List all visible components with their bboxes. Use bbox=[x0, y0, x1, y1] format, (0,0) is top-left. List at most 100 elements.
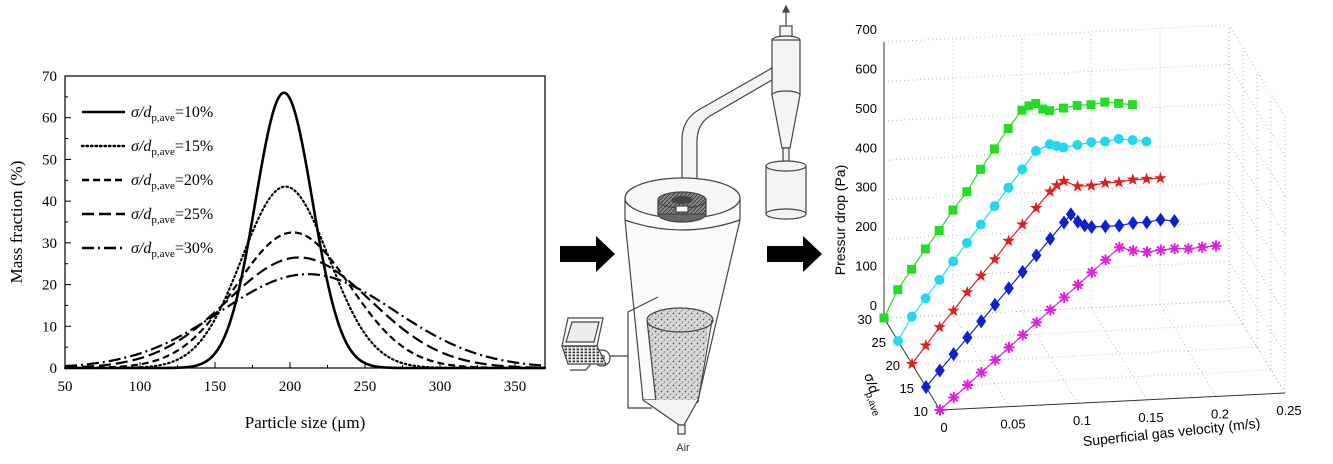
x-tick-label: 200 bbox=[279, 379, 302, 395]
data-point bbox=[879, 313, 889, 323]
data-point bbox=[1031, 145, 1041, 156]
x-tick-label: 50 bbox=[58, 379, 73, 395]
series-sd-20 bbox=[905, 171, 1167, 370]
data-point bbox=[1044, 304, 1056, 316]
grid-line bbox=[1228, 143, 1286, 236]
data-point bbox=[1112, 175, 1126, 188]
series-sd-10 bbox=[934, 240, 1222, 416]
data-point bbox=[948, 391, 960, 403]
series-sd-15 bbox=[921, 207, 1180, 394]
data-point bbox=[1155, 212, 1166, 227]
data-point bbox=[907, 264, 917, 274]
y-tick-label: 0 bbox=[50, 361, 58, 377]
data-point bbox=[1017, 164, 1028, 175]
data-point bbox=[1072, 279, 1084, 291]
y-axis-label: Mass fraction (%) bbox=[7, 161, 26, 284]
data-point bbox=[1065, 207, 1076, 222]
data-point bbox=[1210, 240, 1222, 252]
z-axis-label: Pressur drop (Pa) bbox=[832, 165, 848, 275]
data-point bbox=[1031, 99, 1041, 109]
data-point bbox=[1024, 101, 1034, 111]
data-point bbox=[990, 297, 1000, 312]
data-point bbox=[1113, 241, 1125, 253]
series-sd-25 bbox=[893, 133, 1152, 346]
data-point bbox=[1003, 182, 1014, 193]
data-point bbox=[933, 320, 946, 333]
legend-label: σ/dp,ave=20% bbox=[131, 172, 213, 192]
x-tick-label: 100 bbox=[129, 379, 152, 395]
air-inlet-cone bbox=[642, 399, 699, 435]
legend-label: σ/dp,ave=30% bbox=[131, 240, 213, 260]
data-point bbox=[1072, 139, 1083, 150]
data-point bbox=[974, 269, 988, 282]
y-tick-label: 60 bbox=[42, 111, 57, 127]
data-point bbox=[961, 285, 974, 298]
3d-grid bbox=[883, 24, 1286, 411]
data-point bbox=[989, 144, 999, 154]
data-point bbox=[1127, 245, 1139, 257]
data-point bbox=[948, 347, 959, 362]
grid-line bbox=[1228, 24, 1286, 118]
grid-line bbox=[883, 24, 1230, 43]
data-point bbox=[893, 336, 903, 346]
data-point bbox=[1030, 201, 1043, 214]
data-point bbox=[1182, 243, 1194, 255]
grid-line bbox=[883, 182, 1230, 201]
data-point bbox=[934, 226, 944, 236]
z-tick-label: 0 bbox=[870, 298, 877, 313]
x-tick-label: 0.2 bbox=[1211, 406, 1229, 421]
data-point bbox=[905, 357, 919, 370]
data-point bbox=[1169, 243, 1181, 255]
fluidized-bed-apparatus: Air P bbox=[561, 4, 807, 454]
data-point bbox=[1003, 341, 1015, 353]
distribution-curves bbox=[63, 91, 547, 370]
laptop-icon bbox=[561, 317, 607, 365]
data-point bbox=[1141, 136, 1152, 147]
data-point bbox=[1086, 137, 1097, 148]
grid-line bbox=[883, 300, 1230, 319]
data-point bbox=[919, 339, 932, 351]
series-line-4 bbox=[65, 256, 545, 369]
data-point bbox=[948, 205, 958, 215]
legend-item: σ/dp,ave=10% bbox=[82, 104, 213, 124]
legend: σ/dp,ave=10%σ/dp,ave=15%σ/dp,ave=20%σ/dp… bbox=[80, 104, 213, 260]
data-point bbox=[975, 366, 987, 378]
right-arrow-icon bbox=[560, 236, 615, 272]
data-point bbox=[962, 187, 972, 197]
grid-line bbox=[1228, 221, 1286, 315]
data-point bbox=[1169, 213, 1180, 228]
x-tick-label: 150 bbox=[204, 379, 227, 395]
data-point bbox=[1016, 218, 1029, 230]
y-tick-label: 30 bbox=[42, 236, 57, 252]
data-point bbox=[1057, 174, 1070, 187]
data-point bbox=[975, 219, 986, 230]
data-point bbox=[920, 293, 931, 304]
pressure-line bbox=[610, 296, 659, 409]
data-point bbox=[1141, 246, 1153, 258]
data-point bbox=[1058, 291, 1070, 303]
data-point bbox=[1086, 220, 1097, 235]
y-tick-label: 40 bbox=[42, 194, 57, 210]
grid-line bbox=[1228, 261, 1286, 354]
x-tick-label: 0.05 bbox=[1000, 417, 1025, 432]
data-point bbox=[1154, 171, 1167, 184]
data-point bbox=[962, 379, 974, 391]
data-point bbox=[1100, 136, 1110, 147]
grid-line bbox=[911, 346, 1258, 365]
y-tick-label: 20 bbox=[886, 358, 900, 373]
data-point bbox=[1113, 133, 1124, 144]
data-point bbox=[1059, 215, 1069, 230]
series-line-1 bbox=[65, 91, 545, 370]
y-tick-label: 10 bbox=[914, 404, 928, 419]
data-point bbox=[1038, 104, 1048, 114]
y-axis-label: σ/d p,ave bbox=[861, 371, 882, 418]
y-tick-label: 25 bbox=[872, 335, 886, 350]
data-point bbox=[989, 354, 1001, 366]
pressure-drop-series bbox=[879, 97, 1222, 416]
data-point bbox=[962, 330, 973, 345]
data-point bbox=[1127, 135, 1138, 146]
